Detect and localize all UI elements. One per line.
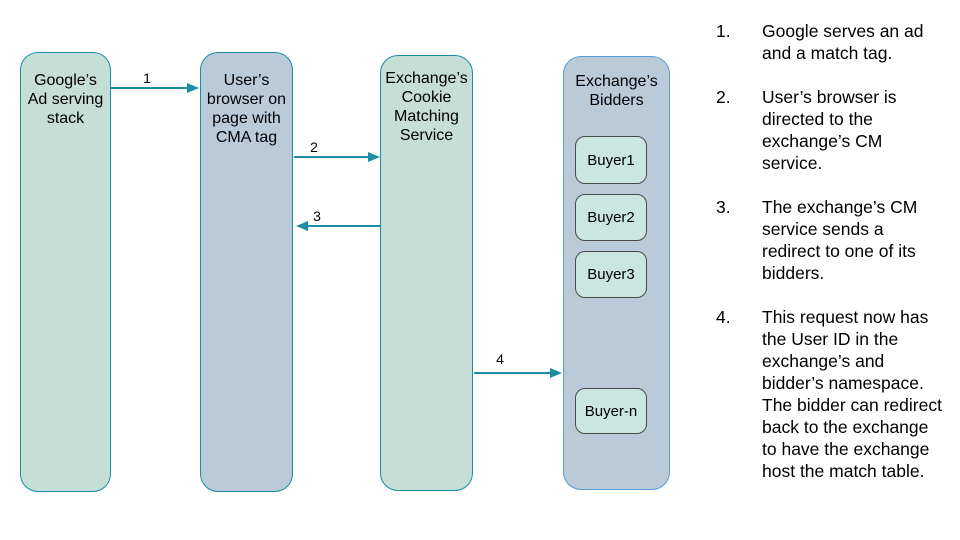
arrow-4-label: 4 bbox=[496, 351, 504, 367]
arrow-2-right-icon bbox=[294, 151, 380, 162]
node-exchange-bidders: Exchange’s Bidders Buyer1 Buyer2 Buyer3 … bbox=[563, 56, 670, 490]
buyer-box-2: Buyer2 bbox=[575, 194, 647, 241]
step-item-3: 3. The exchange’s CM service sends a red… bbox=[716, 196, 952, 284]
node-user-browser: User’s browser on page with CMA tag bbox=[200, 52, 293, 492]
node-exchange-bidders-label: Exchange’s Bidders bbox=[575, 73, 658, 109]
arrow-4-line bbox=[474, 371, 552, 375]
arrow-3-left-icon bbox=[296, 220, 380, 231]
step-text: The exchange’s CM service sends a redire… bbox=[762, 197, 918, 283]
arrow-1-label: 1 bbox=[143, 70, 151, 86]
buyer-box-n: Buyer-n bbox=[575, 388, 647, 434]
step-item-1: 1. Google serves an ad and a match tag. bbox=[716, 20, 952, 64]
node-google-ad-stack: Google’s Ad serving stack bbox=[20, 52, 111, 492]
step-text: This request now has the User ID in the … bbox=[762, 307, 942, 481]
arrow-2-head bbox=[368, 151, 380, 162]
buyer-box-1: Buyer1 bbox=[575, 136, 647, 184]
step-item-4: 4. This request now has the User ID in t… bbox=[716, 306, 952, 482]
step-text: User’s browser is directed to the exchan… bbox=[762, 87, 897, 173]
arrow-3-line bbox=[306, 224, 380, 228]
step-number: 3. bbox=[716, 197, 731, 217]
step-number: 2. bbox=[716, 87, 731, 107]
node-cookie-matching-service: Exchange’s Cookie Matching Service bbox=[380, 55, 473, 491]
arrow-1-line bbox=[111, 86, 189, 90]
node-user-browser-label: User’s browser on page with CMA tag bbox=[206, 72, 287, 146]
node-cookie-matching-service-label: Exchange’s Cookie Matching Service bbox=[385, 70, 468, 144]
step-text: Google serves an ad and a match tag. bbox=[762, 21, 924, 63]
arrow-4-head bbox=[550, 367, 562, 378]
arrow-1-head bbox=[187, 82, 199, 93]
arrow-4-right-icon bbox=[474, 367, 562, 378]
buyer-box-3: Buyer3 bbox=[575, 251, 647, 298]
step-number: 1. bbox=[716, 21, 731, 41]
step-number: 4. bbox=[716, 307, 731, 327]
arrow-1-right-icon bbox=[111, 82, 199, 93]
arrow-2-label: 2 bbox=[310, 139, 318, 155]
arrow-3-label: 3 bbox=[313, 208, 321, 224]
node-google-ad-stack-label: Google’s Ad serving stack bbox=[27, 72, 104, 127]
step-item-2: 2. User’s browser is directed to the exc… bbox=[716, 86, 952, 174]
arrow-2-line bbox=[294, 155, 370, 159]
arrow-3-head bbox=[296, 220, 308, 231]
steps-list: 1. Google serves an ad and a match tag. … bbox=[716, 20, 952, 504]
